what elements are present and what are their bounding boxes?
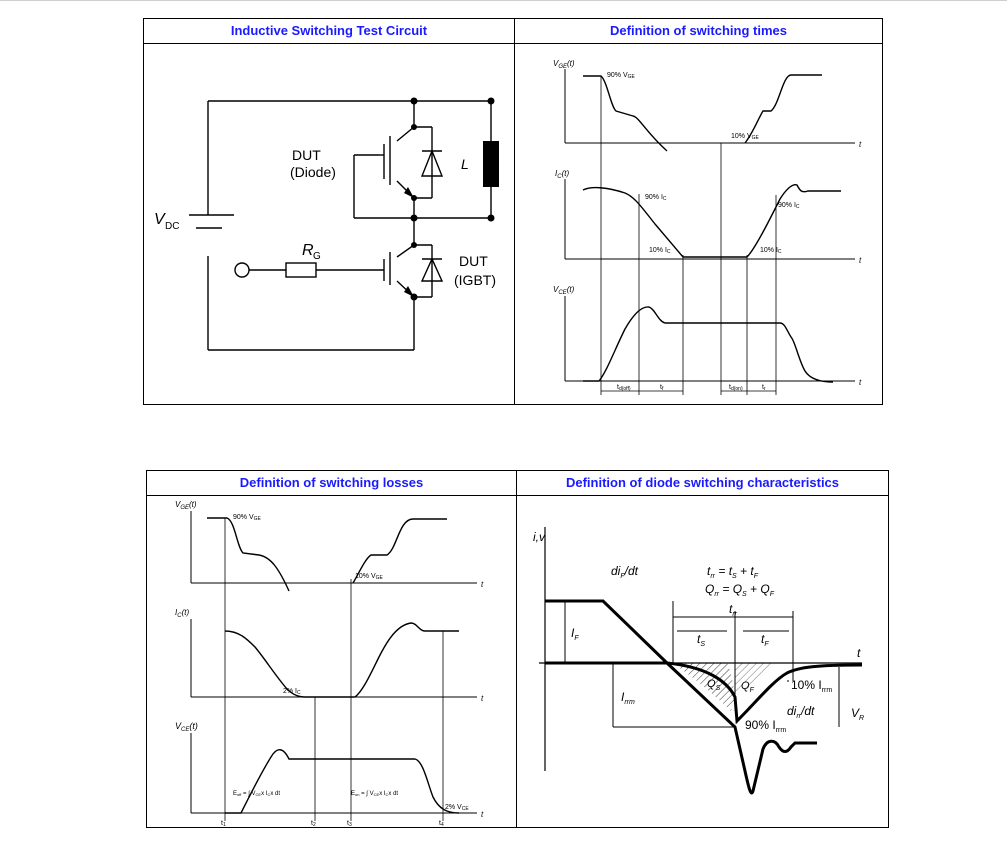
vge-axis-label: VGE(t) bbox=[553, 59, 575, 70]
ic-90-label-a: 90% IC bbox=[645, 194, 667, 202]
diode-characteristics-title: Definition of diode switching characteri… bbox=[517, 471, 888, 496]
trr-equation: trr = tS + tF bbox=[707, 564, 759, 580]
loss-ic-axis-label: IC(t) bbox=[175, 608, 189, 619]
tdoff-label: td(off) bbox=[617, 384, 631, 392]
vge-90-label: 90% VGE bbox=[607, 72, 636, 80]
irrm-10-label: 10% Irrm bbox=[791, 678, 832, 694]
loss-vge-10-label: 10% VGE bbox=[355, 573, 384, 581]
loss-ic-2-label: 2% IC bbox=[283, 688, 301, 696]
vdc-sublabel: DC bbox=[165, 221, 179, 232]
qrr-equation: Qrr = QS + QF bbox=[705, 582, 775, 598]
t2-label: t2 bbox=[311, 820, 316, 828]
t-axis-label-2: t bbox=[859, 256, 862, 265]
loss-t-axis-label-1: t bbox=[481, 580, 484, 589]
circuit-panel-title: Inductive Switching Test Circuit bbox=[144, 19, 514, 44]
irrm-label: Irrm bbox=[621, 690, 635, 706]
if-label: IF bbox=[571, 626, 579, 642]
dif-dt-label: diF/dt bbox=[611, 564, 639, 580]
top-border-line bbox=[0, 0, 1007, 1]
ic-90-label-b: 90% IC bbox=[778, 202, 800, 210]
tf-label: tf bbox=[660, 384, 664, 392]
rg-label: R bbox=[302, 242, 314, 259]
dut-igbt-label: DUT bbox=[459, 253, 488, 269]
diode-characteristics-diagram: i,v t diF/dt trr = tS + tF Qrr = QS + QF… bbox=[533, 527, 864, 795]
diode-t-axis-label: t bbox=[857, 646, 861, 660]
switching-losses-title: Definition of switching losses bbox=[147, 471, 516, 496]
eon-formula: Eon = ∫ VCEx ICx dt bbox=[351, 790, 398, 797]
switching-times-diagram: VGE(t) IC(t) VCE(t) t t t 90% VGE 10% VG… bbox=[553, 59, 862, 395]
trr-label: trr bbox=[729, 602, 738, 618]
loss-t-axis-label-2: t bbox=[481, 694, 484, 703]
iv-axis-label: i,v bbox=[533, 530, 546, 544]
ic-axis-label: IC(t) bbox=[555, 169, 569, 180]
switching-times-title: Definition of switching times bbox=[515, 19, 882, 44]
switching-losses-diagram: VGE(t) IC(t) VCE(t) t t t 90% VGE 10% VG… bbox=[175, 500, 484, 828]
vge-10-label: 10% VGE bbox=[731, 133, 760, 141]
dirr-dt-label: dirr/dt bbox=[787, 704, 815, 720]
vdc-label: V bbox=[154, 211, 166, 228]
vr-label: VR bbox=[851, 706, 864, 722]
ic-10-label-b: 10% IC bbox=[760, 247, 782, 255]
circuit-diagram: DUT (Diode) L V DC R G DUT (IGBT) bbox=[154, 97, 499, 351]
irrm-90-label: 90% Irrm bbox=[745, 718, 786, 734]
qf-label: QF bbox=[741, 680, 755, 694]
circuit-panel: Inductive Switching Test Circuit bbox=[143, 18, 515, 405]
t-axis-label-1: t bbox=[859, 140, 862, 149]
dut-diode-label: DUT bbox=[292, 147, 321, 163]
switching-losses-panel: Definition of switching losses VGE(t) IC… bbox=[146, 470, 517, 828]
t-axis-label-3: t bbox=[859, 378, 862, 387]
dut-diode-sublabel: (Diode) bbox=[290, 164, 336, 180]
tr-label: tr bbox=[762, 384, 766, 392]
inductor-label: L bbox=[461, 156, 469, 172]
loss-vce-axis-label: VCE(t) bbox=[175, 721, 198, 733]
diode-characteristics-panel: Definition of diode switching characteri… bbox=[516, 470, 889, 828]
tf-label: tF bbox=[761, 632, 769, 648]
vce-axis-label: VCE(t) bbox=[553, 285, 575, 296]
loss-vge-90-label: 90% VGE bbox=[233, 514, 262, 522]
switching-times-panel: Definition of switching times bbox=[514, 18, 883, 405]
loss-vge-axis-label: VGE(t) bbox=[175, 500, 197, 511]
ic-10-label-a: 10% IC bbox=[649, 247, 671, 255]
eoff-formula: Eoff = ∫ VCEx ICx dt bbox=[233, 790, 280, 797]
tdon-label: td(on) bbox=[729, 384, 743, 392]
dut-igbt-sublabel: (IGBT) bbox=[454, 272, 496, 288]
loss-t-axis-label-3: t bbox=[481, 810, 484, 819]
t4-label: t4 bbox=[439, 820, 444, 828]
ts-label: tS bbox=[697, 632, 705, 648]
rg-sublabel: G bbox=[313, 251, 321, 262]
qs-label: QS bbox=[707, 678, 721, 692]
t1-label: t1 bbox=[221, 820, 226, 828]
loss-vce-2-label: 2% VCE bbox=[445, 804, 469, 812]
t3-label: t3 bbox=[347, 820, 352, 828]
